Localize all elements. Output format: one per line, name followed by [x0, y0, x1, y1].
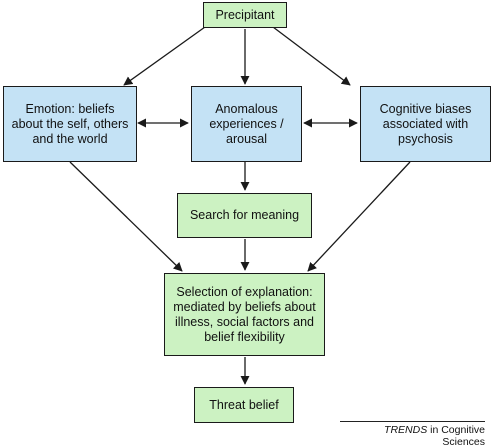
arrow-emotion-to-selection: [69, 161, 183, 272]
arrow-precipitant-to-cognitive: [272, 26, 351, 86]
cognitive-label: Cognitive biases associated with psychos…: [379, 101, 472, 146]
footer-divider: [340, 421, 485, 422]
selection-box: Selection of explanation: mediated by be…: [164, 273, 325, 356]
anomalous-label: Anomalous experiences / arousal: [209, 101, 284, 146]
selection-label: Selection of explanation: mediated by be…: [173, 284, 316, 344]
anomalous-box: Anomalous experiences / arousal: [191, 86, 302, 162]
threat-label: Threat belief: [209, 397, 279, 412]
arrow-cognitive-to-selection: [307, 161, 411, 272]
precipitant-label: Precipitant: [215, 7, 275, 22]
journal-suffix: in Cognitive Sciences: [427, 424, 485, 448]
arrow-precipitant-to-emotion: [123, 26, 206, 86]
search-label: Search for meaning: [189, 208, 300, 222]
precipitant-box: Precipitant: [203, 2, 287, 28]
emotion-box: Emotion: beliefs about the self, others …: [3, 86, 137, 162]
journal-prefix: TRENDS: [384, 424, 428, 436]
emotion-label: Emotion: beliefs about the self, others …: [11, 101, 129, 146]
cognitive-box: Cognitive biases associated with psychos…: [360, 86, 491, 162]
threat-box: Threat belief: [194, 387, 294, 423]
diagram-canvas: [69, 26, 411, 385]
journal-credit: TRENDS in Cognitive Sciences: [340, 424, 485, 448]
search-box: Search for meaning: [177, 193, 312, 238]
